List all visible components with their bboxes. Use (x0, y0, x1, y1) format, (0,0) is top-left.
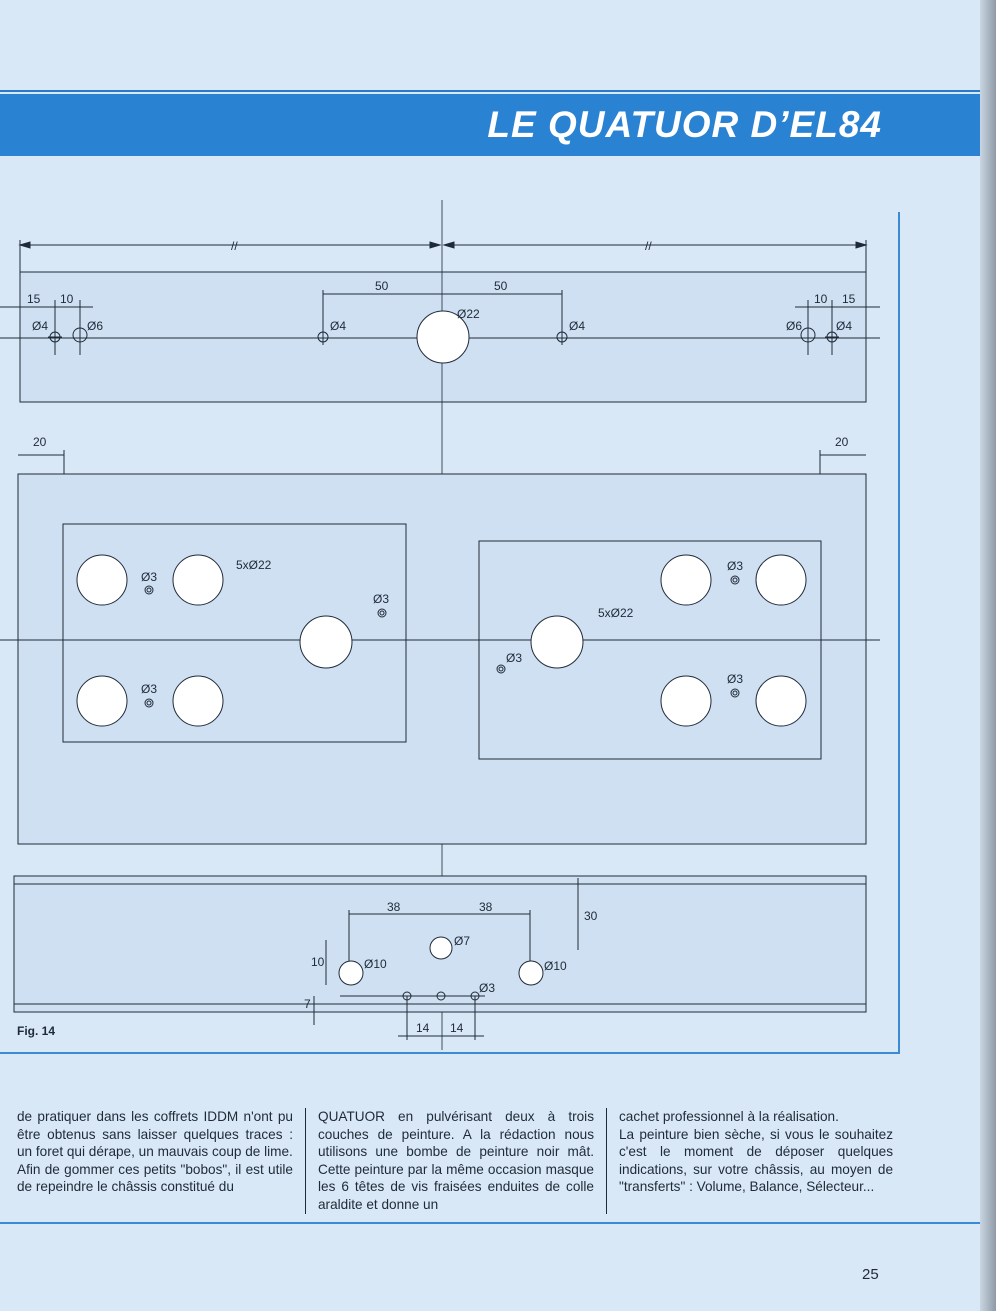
dim-right-15: 15 (842, 292, 856, 306)
col2-para-1: QUATUOR en pulvérisant deux à trois couc… (318, 1109, 594, 1212)
hole-o10-left: Ø10 (364, 957, 387, 971)
article-title: LE QUATUOR D’EL84 (487, 104, 882, 145)
column-1: de pratiquer dans les coffrets IDDM n'on… (17, 1108, 293, 1214)
column-2: QUATUOR en pulvérisant deux à trois couc… (318, 1108, 594, 1214)
right-o3-top: Ø3 (727, 559, 743, 573)
left-o3-top: Ø3 (141, 570, 157, 584)
left-o3-bottom: Ø3 (141, 682, 157, 696)
article-body: de pratiquer dans les coffrets IDDM n'on… (17, 1108, 897, 1214)
right-o3-bottom: Ø3 (727, 672, 743, 686)
page-binding-edge (980, 0, 996, 1311)
hole-o4-left: Ø4 (32, 319, 48, 333)
break-mark-right: // (645, 239, 652, 253)
right-o3-left: Ø3 (506, 651, 522, 665)
dim-left-10: 10 (60, 292, 74, 306)
dim-right-10: 10 (814, 292, 828, 306)
figure-caption: Fig. 14 (17, 1024, 55, 1038)
col3-para-1: cachet professionnel à la réalisation. (619, 1109, 839, 1124)
col1-para-2: Afin de gommer ces petits "bobos", il es… (17, 1161, 293, 1195)
figure-frame (0, 212, 900, 1054)
break-mark-left: // (231, 239, 238, 253)
page-number: 25 (862, 1266, 879, 1283)
left-group-label: 5xØ22 (236, 558, 272, 572)
hole-o3: Ø3 (479, 981, 495, 995)
top-view: // // 15 10 Ø4 Ø6 50 50 Ø4 Ø22 Ø4 10 15 … (0, 200, 880, 1050)
dim-7: 7 (304, 997, 311, 1011)
dim-14-right: 14 (450, 1021, 464, 1035)
footer-rule (0, 1222, 980, 1224)
column-separator (606, 1108, 607, 1214)
dim-38-left: 38 (387, 900, 401, 914)
dim-14-left: 14 (416, 1021, 430, 1035)
hole-o10-right: Ø10 (544, 959, 567, 973)
dim-margin-left-20: 20 (33, 435, 47, 449)
dim-30: 30 (584, 909, 598, 923)
dim-38-right: 38 (479, 900, 493, 914)
left-o3-right: Ø3 (373, 592, 389, 606)
column-separator (305, 1108, 306, 1214)
hole-o7: Ø7 (454, 934, 470, 948)
title-banner: LE QUATUOR D’EL84 (0, 94, 980, 156)
col1-para-1: de pratiquer dans les coffrets IDDM n'on… (17, 1109, 293, 1160)
dim-margin-right-20: 20 (835, 435, 849, 449)
dim-10: 10 (311, 955, 325, 969)
main-view: 20 20 5xØ22 Ø3 Ø3 Ø3 Ø3 5xØ22 Ø3 Ø3 (0, 435, 880, 845)
col3-para-2: La peinture bien sèche, si vous le souha… (619, 1126, 893, 1195)
side-view: 38 38 30 10 7 Ø7 Ø10 Ø10 Ø3 14 14 (13, 875, 867, 1040)
column-3: cachet professionnel à la réalisation. L… (619, 1108, 893, 1214)
dim-center-50-right: 50 (494, 279, 508, 293)
hole-o4-center-right: Ø4 (569, 319, 585, 333)
header-rule (0, 90, 980, 92)
right-group-label: 5xØ22 (598, 606, 634, 620)
hole-o4-right: Ø4 (836, 319, 852, 333)
hole-o6-right: Ø6 (786, 319, 802, 333)
dim-center-50-left: 50 (375, 279, 389, 293)
hole-o4-center-left: Ø4 (330, 319, 346, 333)
hole-o6-left: Ø6 (87, 319, 103, 333)
dim-left-15: 15 (27, 292, 41, 306)
hole-o22-center: Ø22 (457, 307, 480, 321)
